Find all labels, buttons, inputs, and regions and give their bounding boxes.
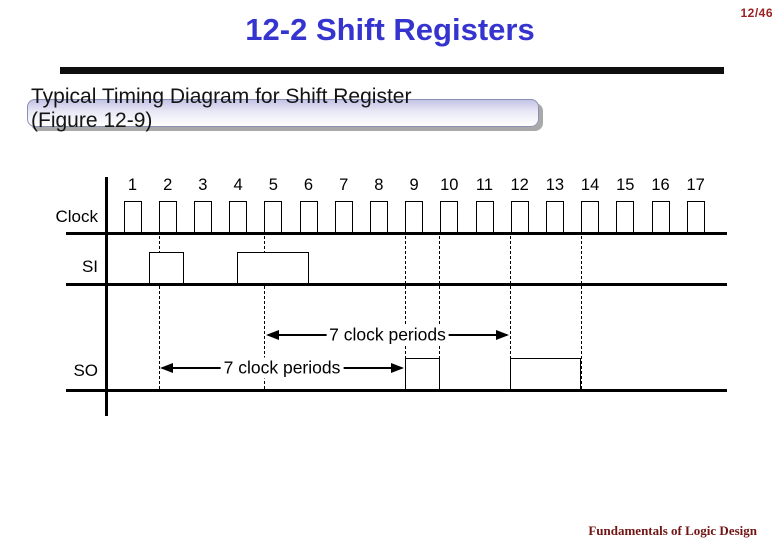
subtitle-line-2: (Figure 12-9) <box>31 108 153 132</box>
subtitle: Typical Timing Diagram for Shift Registe… <box>31 85 411 132</box>
clock-pulse-number: 16 <box>651 176 670 194</box>
signal-baseline <box>66 283 727 286</box>
clock-pulse-number: 4 <box>233 176 243 194</box>
clock-pulse-number: 11 <box>475 176 494 194</box>
clock-pulse <box>229 201 248 232</box>
clock-pulse <box>686 201 705 232</box>
clock-pulse-number: 5 <box>268 176 278 194</box>
arrow-head-right-icon <box>391 363 404 373</box>
clock-pulse-number: 7 <box>339 176 349 194</box>
clock-pulse <box>193 201 212 232</box>
clock-pulse <box>405 201 424 232</box>
signal-baseline <box>66 389 727 392</box>
clock-pulse <box>510 201 529 232</box>
si-signal-label: SI <box>81 257 98 276</box>
clock-pulse-number: 2 <box>163 176 173 194</box>
footer-text: Fundamentals of Logic Design <box>588 523 757 538</box>
clock-pulse-number: 14 <box>580 176 600 194</box>
clock-pulse <box>616 201 635 232</box>
so-signal-label: SO <box>73 361 98 380</box>
arrow-head-left-icon <box>160 363 173 373</box>
page-number: 12/46 <box>740 6 773 20</box>
dashed-guide-line <box>439 236 440 389</box>
subtitle-highlight-box <box>27 99 539 127</box>
clock-pulse <box>440 201 459 232</box>
clock-pulse <box>545 201 564 232</box>
title-divider-bar <box>60 67 724 74</box>
diagram-axis-line <box>105 177 108 416</box>
clock-pulse <box>369 201 388 232</box>
clock-pulse <box>334 201 353 232</box>
clock-pulse-number: 1 <box>127 176 138 194</box>
clock-pulse <box>123 201 142 232</box>
clock-pulse-number: 3 <box>198 176 208 194</box>
dashed-guide-line <box>159 236 160 389</box>
clock-signal-label: Clock <box>55 207 98 226</box>
clock-pulse-number: 10 <box>440 176 459 194</box>
si-pulse <box>237 252 309 283</box>
subtitle-line-1: Typical Timing Diagram for Shift Registe… <box>31 85 412 108</box>
arrow-head-right-icon <box>496 330 509 340</box>
clock-pulse <box>299 201 318 232</box>
dashed-guide-line <box>581 236 582 389</box>
si-pulse <box>149 252 184 283</box>
clock-pulse-number: 6 <box>303 176 314 194</box>
clock-pulse <box>475 201 494 232</box>
clock-pulse <box>158 201 177 232</box>
clock-pulse-number: 9 <box>409 176 419 194</box>
clock-pulse <box>264 201 283 232</box>
arrow-head-left-icon <box>266 330 279 340</box>
so-pulse <box>405 358 440 389</box>
signal-baseline <box>66 232 727 235</box>
clock-pulse-number: 17 <box>686 176 705 194</box>
dashed-guide-line <box>264 236 265 389</box>
clock-pulse <box>651 201 670 232</box>
so-pulse <box>510 358 581 389</box>
arrow-label: 7 clock periods <box>220 357 344 379</box>
arrow-label: 7 clock periods <box>326 324 449 346</box>
clock-pulse-number: 12 <box>510 176 529 194</box>
slide-title: 12-2 Shift Registers <box>245 12 535 47</box>
clock-pulse-number: 13 <box>545 176 565 194</box>
dashed-guide-line <box>405 236 406 389</box>
dashed-guide-line <box>510 236 511 389</box>
clock-pulse-number: 8 <box>374 176 384 194</box>
clock-pulse-number: 15 <box>616 176 635 194</box>
clock-pulse <box>581 201 600 232</box>
